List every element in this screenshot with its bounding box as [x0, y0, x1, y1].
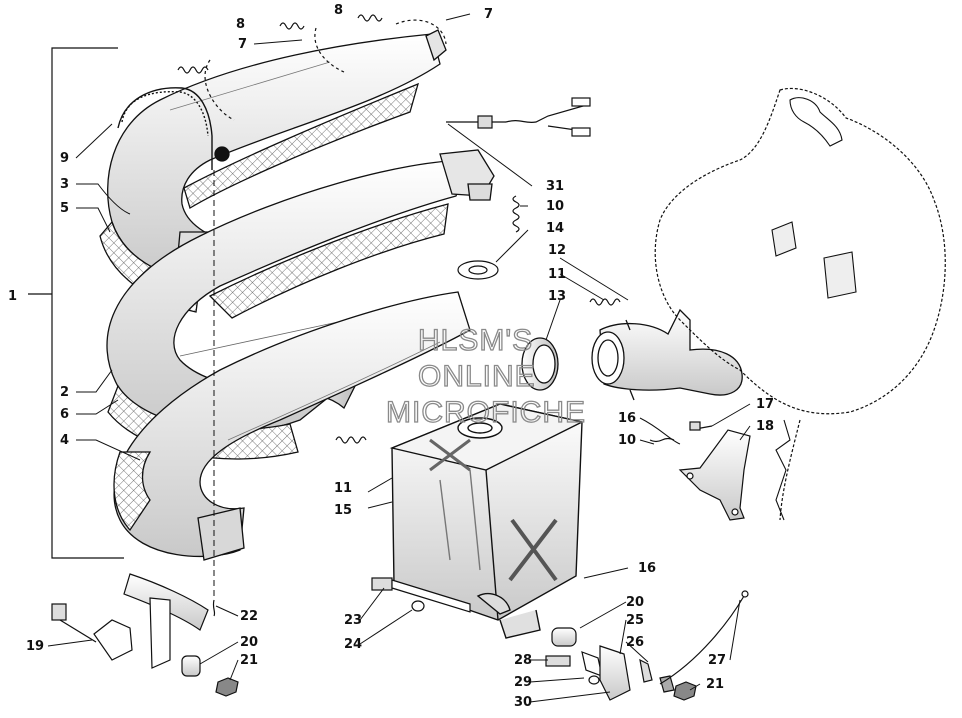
grommet-and-spring-10: [457, 195, 520, 280]
callout-21-left: 21: [240, 653, 258, 668]
exhaust-manifold: [591, 308, 743, 401]
callout-31: 31: [546, 179, 564, 194]
watermark: HLSM'S ONLINE MICROFICHE: [385, 323, 586, 429]
coupler-ring: [521, 337, 559, 391]
callout-4: 4: [60, 433, 69, 448]
callout-28: 28: [514, 653, 532, 668]
callout-17: 17: [756, 397, 774, 412]
callout-16-lower: 16: [638, 561, 656, 576]
callout-1: 1: [8, 289, 17, 304]
engine-outline: [654, 87, 946, 521]
callout-23: 23: [344, 613, 362, 628]
watermark-line-2: ONLINE: [418, 360, 536, 393]
callout-24: 24: [344, 637, 362, 652]
callout-13: 13: [548, 289, 566, 304]
long-spring: [117, 87, 213, 170]
callout-11-lower: 11: [334, 481, 352, 496]
callout-7-top: 7: [484, 7, 493, 22]
springs-and-retainers-top: [177, 14, 447, 121]
callout-19: 19: [26, 639, 44, 654]
callout-29: 29: [514, 675, 532, 690]
callout-15: 15: [334, 503, 352, 518]
callout-11-upper: 11: [548, 267, 566, 282]
callout-18: 18: [756, 419, 774, 434]
callout-labels: 1 2 3 4 5 6 7 7 8 8 9 10 10 11 11 12 13 …: [8, 3, 774, 710]
callout-26: 26: [626, 635, 644, 650]
callout-20-left: 20: [240, 635, 258, 650]
resonator-canister: [389, 403, 585, 639]
callout-27: 27: [708, 653, 726, 668]
callout-14: 14: [546, 221, 564, 236]
callout-12: 12: [548, 243, 566, 258]
springs-item-11: [335, 298, 621, 444]
callout-5: 5: [60, 201, 69, 216]
callout-8-right: 8: [334, 3, 343, 18]
callout-8-left: 8: [236, 17, 245, 32]
callout-21-right: 21: [706, 677, 724, 692]
callout-9: 9: [60, 151, 69, 166]
callout-30: 30: [514, 695, 532, 710]
leader-lines: [47, 13, 751, 703]
callout-20-right: 20: [626, 595, 644, 610]
callout-3: 3: [60, 177, 69, 192]
group-bracket: [28, 47, 124, 559]
callout-16-right: 16: [618, 411, 636, 426]
callout-22: 22: [240, 609, 258, 624]
callout-2: 2: [60, 385, 69, 400]
watermark-line-3: MICROFICHE: [386, 396, 586, 429]
temperature-sensor: [446, 97, 591, 137]
hardware-bottom: [371, 577, 749, 701]
hardware-left: [51, 573, 239, 697]
lower-exhaust-pipe: [113, 291, 471, 561]
watermark-line-1: HLSM'S: [418, 324, 533, 357]
callout-25: 25: [626, 613, 644, 628]
mounting-bracket-18: [649, 421, 751, 521]
callout-10-upper: 10: [546, 199, 564, 214]
callout-7-mid: 7: [238, 37, 247, 52]
callout-10-lower: 10: [618, 433, 636, 448]
engine-details: [771, 97, 857, 521]
callout-6: 6: [60, 407, 69, 422]
